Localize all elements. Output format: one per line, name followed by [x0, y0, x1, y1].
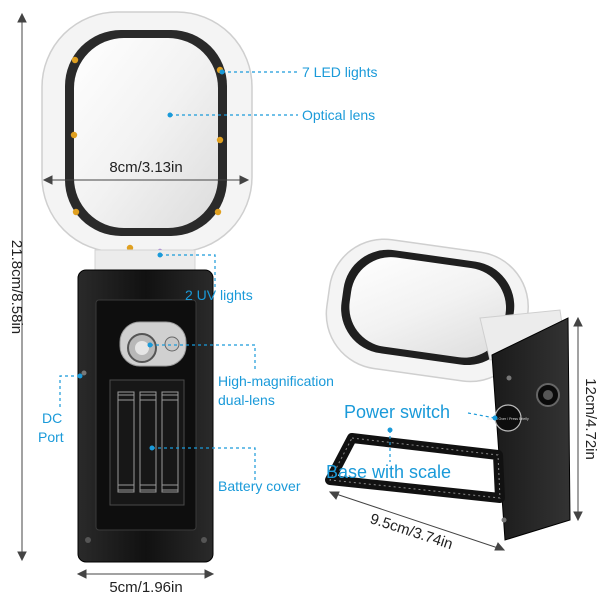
- dc-port: [81, 370, 87, 376]
- callout-dual-lens-line1: High-magnification: [218, 373, 334, 389]
- left-magnifier: [41, 11, 253, 563]
- power-switch-label: Switch Over / Press Briefly: [487, 417, 529, 421]
- callout-dc-line1: DC: [42, 410, 62, 426]
- width-top-label: 8cm/3.13in: [109, 159, 182, 176]
- stand-eyepiece-glass: [543, 390, 553, 400]
- led-light: [72, 208, 80, 216]
- led-light: [71, 56, 79, 64]
- rivet: [506, 375, 512, 381]
- right-magnifier: Switch Over / Press Briefly: [325, 238, 571, 541]
- width-bottom-label: 5cm/1.96in: [109, 579, 182, 596]
- callout-power-switch: Power switch: [344, 402, 450, 422]
- callout-led-lights: 7 LED lights: [302, 64, 377, 80]
- height-left-label: 21.8cm/8.58in: [8, 240, 25, 334]
- dual-lens-small: [164, 336, 180, 352]
- rivet: [501, 517, 507, 523]
- optical-lens: [74, 38, 218, 228]
- callout-dc-line2: Port: [38, 429, 64, 445]
- led-light: [214, 208, 222, 216]
- callout-dual-lens-line2: dual-lens: [218, 392, 275, 408]
- rivet: [85, 537, 91, 543]
- stand-optical-lens: [349, 257, 507, 358]
- callout-base-with-scale: Base with scale: [326, 462, 451, 482]
- led-light: [70, 131, 78, 139]
- led-light: [216, 136, 224, 144]
- dual-lens-inner: [135, 341, 149, 355]
- height-right-label: 12cm/4.72in: [582, 378, 599, 460]
- width-base-label: 9.5cm/3.74in: [368, 510, 455, 553]
- battery-springs: [117, 391, 179, 493]
- dimension-lines: [17, 12, 583, 579]
- callout-optical-lens: Optical lens: [302, 107, 375, 123]
- callout-leaders: [59, 71, 496, 480]
- base-frame-scale: [329, 437, 501, 499]
- battery-compartment: [109, 379, 185, 506]
- callout-battery-cover: Battery cover: [218, 478, 301, 494]
- callout-dots: [77, 69, 498, 451]
- callout-uv-lights: 2 UV lights: [185, 287, 253, 303]
- rivet: [201, 537, 207, 543]
